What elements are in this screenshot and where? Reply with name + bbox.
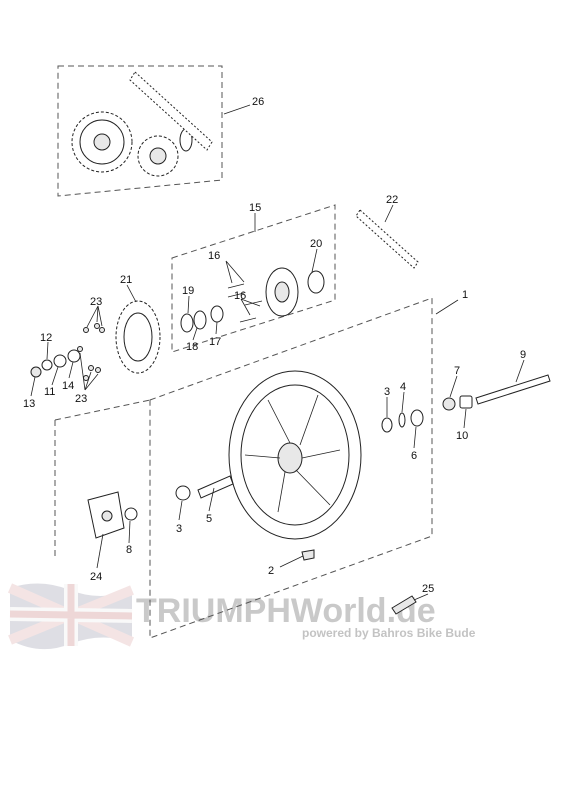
callout-16-upper: 16: [208, 250, 220, 262]
callout-17: 17: [209, 336, 221, 348]
rear-wheel: [228, 370, 362, 540]
sprocket-bolts-and-nuts: [30, 323, 105, 381]
callout-13: 13: [23, 398, 35, 410]
union-jack-flag-watermark: [7, 583, 135, 650]
callout-12: 12: [40, 332, 52, 344]
leader-lines: [30, 104, 525, 601]
callout-16-lower: 16: [234, 290, 246, 302]
callout-24: 24: [90, 571, 102, 583]
callout-25: 25: [422, 583, 434, 595]
callout-labels: 1 2 3 3 4 5 6 7 8 9 10 11 12 13 14 15 16…: [23, 96, 526, 595]
cush-drive-rubbers: [87, 491, 138, 539]
callout-3-bearing-left: 3: [176, 523, 182, 535]
tyre-valve: [301, 549, 315, 561]
callout-8: 8: [126, 544, 132, 556]
callout-18: 18: [186, 341, 198, 353]
axle-spacer-and-bearings: [175, 409, 424, 501]
group-box-hub: [171, 204, 336, 353]
callout-6: 6: [411, 450, 417, 462]
valve-stem-tool: [391, 595, 417, 615]
callout-26: 26: [252, 96, 264, 108]
callout-11: 11: [44, 386, 55, 398]
watermark-brand: TRIUMPHWorld.de: [136, 592, 436, 630]
callout-20: 20: [310, 238, 322, 250]
callout-23-lower: 23: [75, 393, 87, 405]
rear-sprocket: [115, 300, 161, 374]
callout-7: 7: [454, 365, 460, 377]
group-box-cush-drive: [54, 399, 151, 560]
callout-22: 22: [386, 194, 398, 206]
callout-9: 9: [520, 349, 526, 361]
callout-4: 4: [400, 381, 406, 393]
callout-23-upper: 23: [90, 296, 102, 308]
watermark: TRIUMPHWorld.de powered by Bahros Bike B…: [7, 583, 476, 650]
chain-and-sprocket-kit: [71, 71, 213, 177]
callout-5: 5: [206, 513, 212, 525]
callout-3-bearing-right: 3: [384, 386, 390, 398]
callout-19: 19: [182, 285, 194, 297]
drive-chain: [355, 209, 419, 269]
callout-10: 10: [456, 430, 468, 442]
sprocket-carrier-hub: [180, 267, 325, 333]
watermark-tagline: powered by Bahros Bike Bude: [302, 626, 476, 640]
callout-15: 15: [249, 202, 261, 214]
callout-1: 1: [462, 289, 468, 301]
rear-axle-assembly: [442, 374, 551, 411]
callout-14: 14: [62, 380, 74, 392]
callout-21: 21: [120, 274, 132, 286]
callout-2: 2: [268, 565, 274, 577]
